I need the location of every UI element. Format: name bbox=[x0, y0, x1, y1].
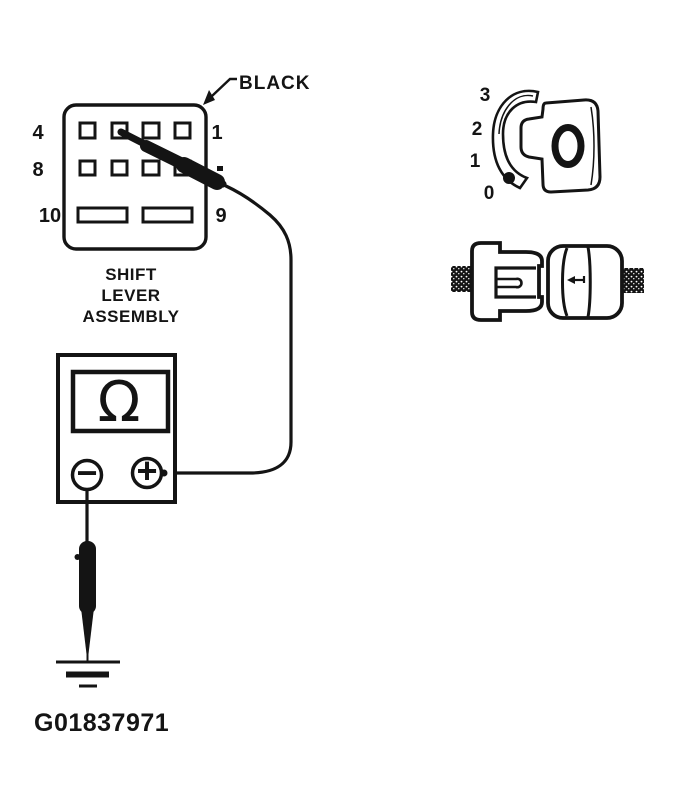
probe-nub bbox=[74, 554, 81, 560]
pin-cavity bbox=[78, 121, 97, 140]
ground-symbol bbox=[56, 660, 120, 688]
knob-edge-detail-line bbox=[590, 106, 595, 186]
wire-junction-dot bbox=[160, 469, 168, 477]
crescent-detail-line bbox=[498, 94, 534, 135]
connector-seam-line bbox=[586, 246, 592, 318]
position-label-2: 2 bbox=[472, 119, 483, 140]
connector-color-callout: BLACK bbox=[203, 73, 311, 105]
position-label-3: 3 bbox=[480, 85, 491, 106]
assembly-caption: SHIFT LEVER ASSEMBLY bbox=[83, 265, 180, 326]
pin-label-10: 10 bbox=[39, 205, 61, 227]
ground-lead bbox=[56, 489, 120, 688]
male-connector-half bbox=[470, 241, 544, 322]
pin-slot bbox=[141, 206, 194, 224]
callout-leader-line bbox=[211, 77, 237, 97]
callout-arrowhead bbox=[203, 90, 215, 105]
assembly-caption-line-1: SHIFT bbox=[105, 265, 157, 284]
plus-icon: + bbox=[136, 450, 157, 491]
shift-lever-connector-face: 4 8 10 1 9 bbox=[32, 103, 227, 251]
pin-label-9: 9 bbox=[215, 205, 226, 227]
pin-label-4: 4 bbox=[32, 122, 44, 144]
knob-oval-opening bbox=[551, 124, 585, 168]
assembly-caption-line-3: ASSEMBLY bbox=[83, 307, 180, 326]
artifact-mark bbox=[217, 166, 223, 171]
pin-slot bbox=[76, 206, 129, 224]
terminal-blade-outline bbox=[494, 266, 536, 299]
pin-cavity bbox=[78, 159, 97, 177]
connector-color-label: BLACK bbox=[239, 73, 311, 94]
shift-position-indicator: 3 2 1 0 bbox=[470, 85, 602, 204]
terminal-blade-prong bbox=[496, 277, 523, 289]
ground-probe-body bbox=[79, 541, 96, 614]
pin-cavity bbox=[110, 159, 129, 177]
connector-seam-line bbox=[561, 247, 569, 317]
left-wire-harness bbox=[451, 266, 473, 292]
ohm-symbol: Ω bbox=[98, 370, 141, 435]
ohmmeter: Ω − + bbox=[56, 353, 177, 504]
position-label-0: 0 bbox=[484, 183, 495, 204]
ohmmeter-display bbox=[70, 369, 171, 434]
pin-cavity bbox=[141, 159, 161, 177]
test-probe-on-pin bbox=[117, 128, 227, 190]
mating-direction-arrow-icon bbox=[567, 276, 586, 284]
probe-handle bbox=[176, 157, 225, 190]
minus-icon: − bbox=[76, 452, 97, 493]
pin-cavity bbox=[173, 121, 192, 140]
indicator-crescent bbox=[491, 89, 540, 190]
right-wire-harness bbox=[620, 268, 644, 293]
figure-id: G01837971 bbox=[34, 709, 169, 737]
inline-connector-pair bbox=[451, 241, 644, 322]
ground-probe-tip bbox=[81, 608, 94, 654]
position-label-1: 1 bbox=[470, 151, 481, 172]
positive-test-lead-wire bbox=[160, 184, 293, 475]
pin-cavity bbox=[141, 121, 161, 140]
pin-label-8: 8 bbox=[32, 159, 43, 181]
indicator-pointer-dot bbox=[503, 172, 515, 184]
pin-label-1: 1 bbox=[211, 122, 222, 144]
assembly-caption-line-2: LEVER bbox=[101, 286, 160, 305]
